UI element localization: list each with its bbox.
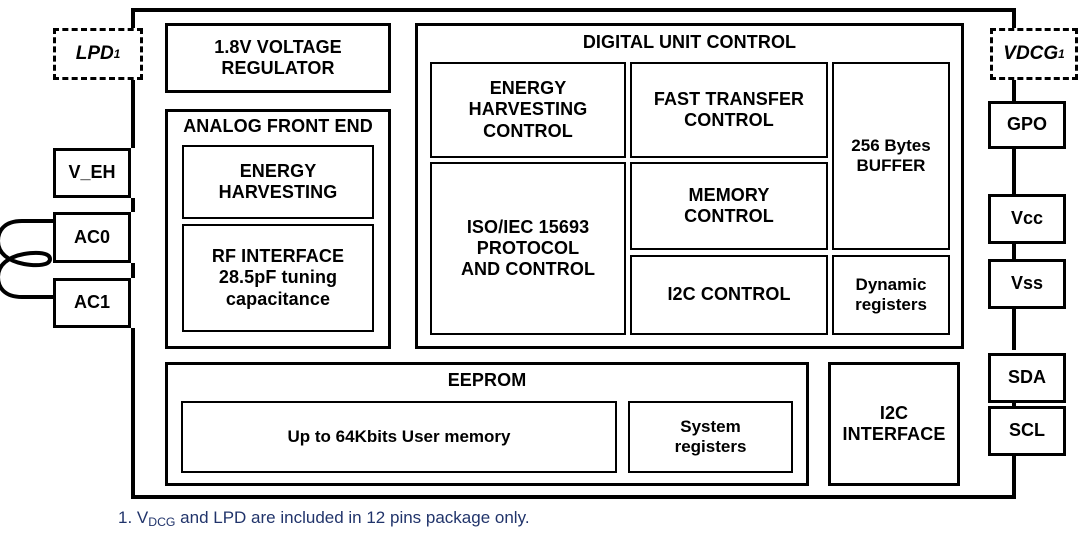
pin-vss-label: Vss xyxy=(1010,273,1044,294)
pin-gpo[interactable]: GPO xyxy=(988,101,1066,149)
pin-ac0[interactable]: AC0 xyxy=(53,212,131,263)
pin-scl[interactable]: SCL xyxy=(988,406,1066,456)
i2c-interface-line2: INTERFACE xyxy=(842,424,946,444)
user-memory-line1: Up to 64Kbits User memory xyxy=(287,426,511,446)
pin-sda-label: SDA xyxy=(1007,367,1046,388)
wire-veh-to-ac0 xyxy=(131,198,135,212)
pin-ac1[interactable]: AC1 xyxy=(53,278,131,328)
voltage-regulator-line2: REGULATOR xyxy=(221,58,335,78)
block-256-bytes-buffer[interactable]: 256 Bytes BUFFER xyxy=(832,62,950,250)
block-energy-harvesting-control[interactable]: ENERGY HARVESTING CONTROL xyxy=(430,62,626,158)
dynreg-line1: Dynamic xyxy=(855,274,927,294)
block-system-registers[interactable]: System registers xyxy=(628,401,793,473)
wire-gpo-to-vcc xyxy=(1012,148,1016,195)
pin-v-eh-label: V_EH xyxy=(68,162,116,183)
block-fast-transfer-control[interactable]: FAST TRANSFER CONTROL xyxy=(630,62,828,158)
pin-ac1-label: AC1 xyxy=(73,292,110,313)
energy-harvesting-line1: ENERGY xyxy=(239,160,317,181)
pin-lpd-label: LPD xyxy=(75,43,114,64)
pin-vss[interactable]: Vss xyxy=(988,259,1066,309)
rf-interface-line3: capacitance xyxy=(225,288,331,309)
block-user-memory[interactable]: Up to 64Kbits User memory xyxy=(181,401,617,473)
bus-right-bottom-drop xyxy=(1012,455,1016,499)
pin-ac0-label: AC0 xyxy=(73,226,110,247)
rf-interface-line1: RF INTERFACE xyxy=(211,246,345,267)
i2cctl-line1: I2C CONTROL xyxy=(667,284,791,305)
pin-v-eh[interactable]: V_EH xyxy=(53,148,131,198)
memctl-line1: MEMORY xyxy=(688,184,770,205)
ftc-line1: FAST TRANSFER xyxy=(653,88,805,109)
i2c-interface-line1: I2C xyxy=(879,402,909,423)
block-energy-harvesting[interactable]: ENERGY HARVESTING xyxy=(182,145,374,219)
block-memory-control[interactable]: MEMORY CONTROL xyxy=(630,162,828,250)
pin-lpd-superscript: 1 xyxy=(113,47,121,61)
bus-top xyxy=(131,8,1016,12)
eeprom-title: EEPROM xyxy=(447,370,527,390)
bus-left-bottom-drop xyxy=(131,328,135,499)
bus-bottom xyxy=(131,495,1016,499)
footnote-subscript: DCG xyxy=(148,515,176,530)
pin-gpo-label: GPO xyxy=(1006,114,1047,135)
rf-interface-line2: 28.5pF tuning xyxy=(218,267,338,288)
bus-left-top-drop xyxy=(131,8,135,34)
footnote: 1. VDCG and LPD are included in 12 pins … xyxy=(118,508,530,529)
energy-harvesting-line2: HARVESTING xyxy=(218,182,338,202)
block-dynamic-registers[interactable]: Dynamic registers xyxy=(832,255,950,335)
bus-right-top-drop xyxy=(1012,8,1016,34)
ehc-line2: HARVESTING xyxy=(468,99,588,120)
memctl-line2: CONTROL xyxy=(684,206,774,226)
dynreg-line2: registers xyxy=(855,295,927,314)
iso-line1: ISO/IEC 15693 xyxy=(466,216,590,237)
ehc-line1: ENERGY xyxy=(489,78,567,99)
pin-vdcg-label: VDCG xyxy=(1003,43,1059,64)
block-rf-interface[interactable]: RF INTERFACE 28.5pF tuning capacitance xyxy=(182,224,374,332)
footnote-marker: 1. xyxy=(118,508,133,527)
block-i2c-interface[interactable]: I2C INTERFACE xyxy=(828,362,960,486)
analog-front-end-title: ANALOG FRONT END xyxy=(183,116,373,136)
voltage-regulator-line1: 1.8V VOLTAGE xyxy=(214,36,342,57)
pin-vcc[interactable]: Vcc xyxy=(988,194,1066,244)
wire-vdcg-to-gpo xyxy=(1012,76,1016,103)
block-i2c-control[interactable]: I2C CONTROL xyxy=(630,255,828,335)
wire-ac0-to-ac1 xyxy=(131,263,135,278)
pin-vcc-label: Vcc xyxy=(1010,208,1044,229)
buffer-line2: BUFFER xyxy=(856,156,926,175)
wire-sda-to-scl xyxy=(1012,402,1016,407)
block-iso-iec-15693-protocol-and-control[interactable]: ISO/IEC 15693 PROTOCOL AND CONTROL xyxy=(430,162,626,335)
antenna-coil xyxy=(0,215,70,313)
ftc-line2: CONTROL xyxy=(684,110,774,130)
footnote-part-a: V xyxy=(136,508,149,527)
iso-line2: PROTOCOL xyxy=(476,237,580,258)
wire-vcc-to-vss xyxy=(1012,243,1016,260)
ehc-line3: CONTROL xyxy=(483,120,573,141)
pin-scl-label: SCL xyxy=(1009,420,1045,441)
footnote-part-b: and LPD are included in 12 pins package … xyxy=(175,508,530,527)
pin-vdcg-superscript: 1 xyxy=(1058,47,1065,61)
pin-sda[interactable]: SDA xyxy=(988,353,1066,403)
digital-unit-control-title: DIGITAL UNIT CONTROL xyxy=(582,32,797,52)
iso-line3: AND CONTROL xyxy=(460,259,596,280)
system-registers-line2: registers xyxy=(674,437,747,456)
wire-lpd-to-veh xyxy=(131,76,135,148)
system-registers-line1: System xyxy=(680,416,741,436)
block-voltage-regulator[interactable]: 1.8V VOLTAGE REGULATOR xyxy=(165,23,391,93)
wire-vss-to-sda xyxy=(1012,308,1016,350)
buffer-line1: 256 Bytes xyxy=(851,135,931,155)
